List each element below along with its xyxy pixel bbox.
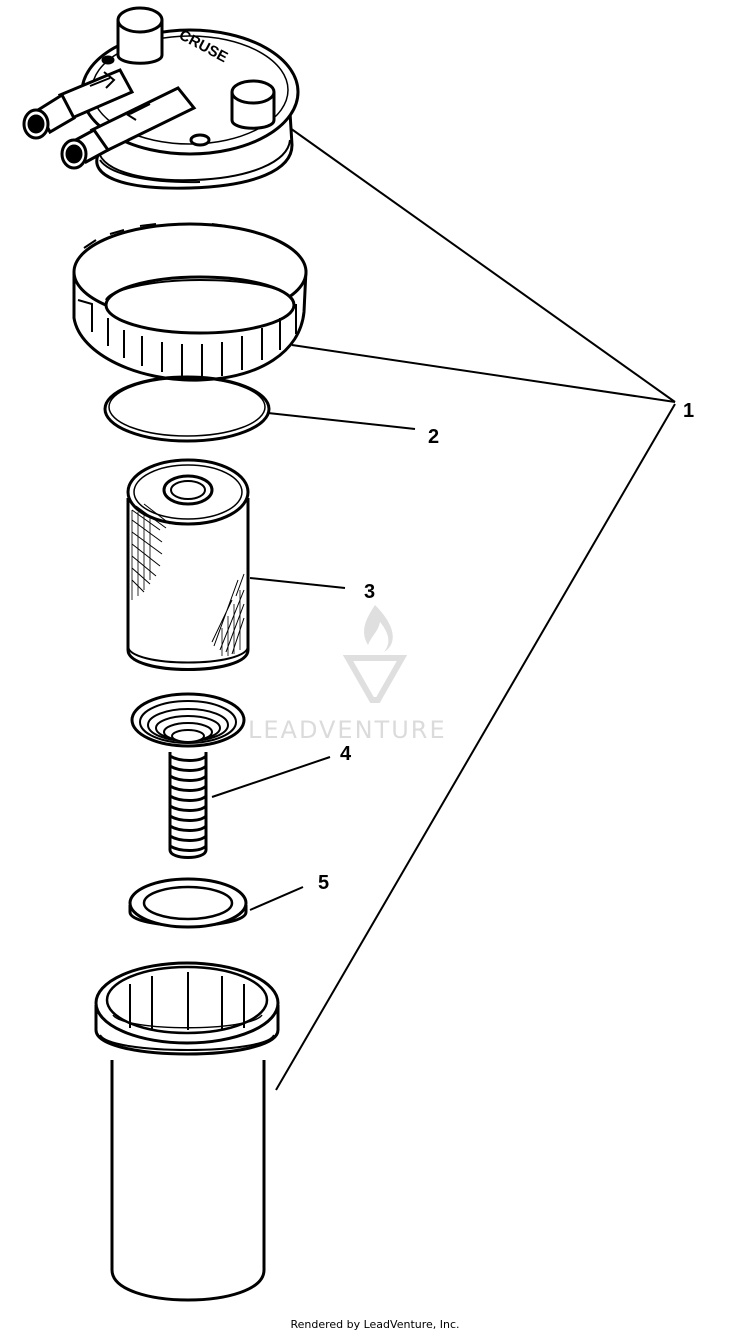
threaded-collar-ring: [72, 222, 308, 382]
watermark-text: LEADVENTURE: [248, 716, 447, 744]
callout-1: 1: [683, 400, 694, 422]
rendered-by-footer: Rendered by LeadVenture, Inc.: [290, 1318, 460, 1331]
callout-5: 5: [318, 872, 329, 894]
callout-4: 4: [340, 743, 352, 765]
spring-cup-assembly: [130, 692, 246, 859]
callout-3: 3: [364, 581, 375, 603]
leader-lines: [211, 127, 676, 1091]
leadventure-watermark-logo: LEADVENTURE: [248, 605, 447, 744]
filter-pleat-hatch: [131, 503, 245, 656]
filter-bowl: [94, 961, 280, 1302]
gasket-ring: [128, 877, 248, 929]
filter-head-cap: CRUSE: [22, 6, 300, 190]
o-ring: [103, 375, 271, 443]
callout-2: 2: [428, 426, 439, 448]
filter-element: [126, 458, 250, 671]
coil-spring: [168, 752, 208, 859]
